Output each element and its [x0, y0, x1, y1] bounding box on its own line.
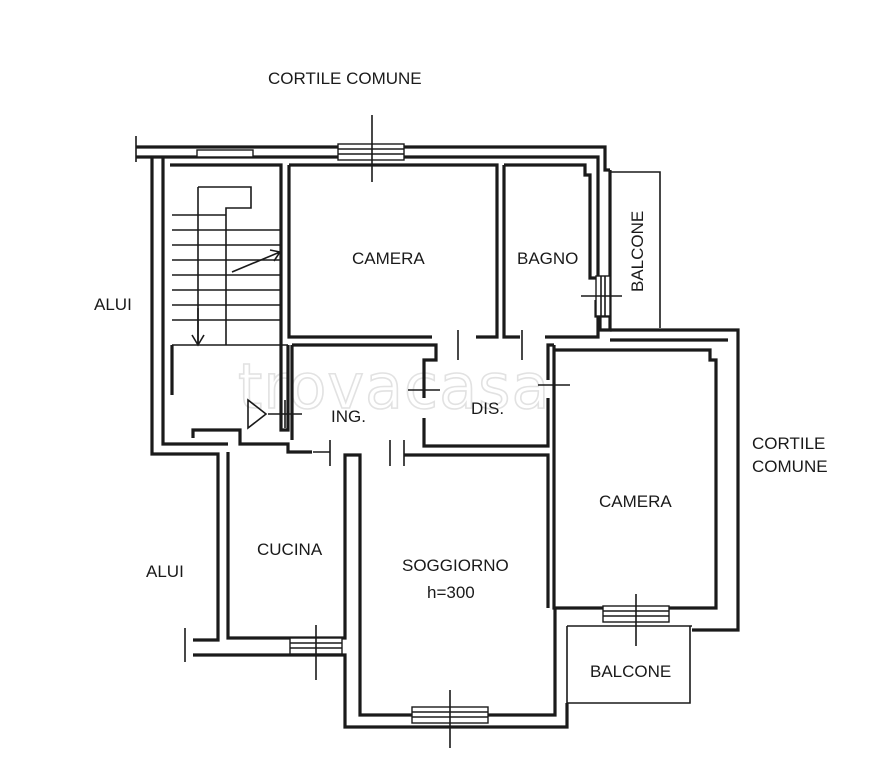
label-cortile-right-2: COMUNE [752, 457, 828, 476]
interior-walls [170, 163, 718, 652]
windows [135, 115, 670, 748]
label-soggiorno-height: h=300 [427, 583, 475, 602]
label-balcone-bottom: BALCONE [590, 662, 671, 681]
label-alui-top: ALUI [94, 295, 132, 314]
label-alui-bottom: ALUI [146, 562, 184, 581]
label-cucina: CUCINA [257, 540, 323, 559]
label-bagno: BAGNO [517, 249, 578, 268]
label-cortile-top: CORTILE COMUNE [268, 69, 422, 88]
label-camera-top: CAMERA [352, 249, 425, 268]
walls [136, 145, 740, 729]
label-ingresso: ING. [331, 407, 366, 426]
label-soggiorno: SOGGIORNO [402, 556, 509, 575]
label-balcone-right: BALCONE [628, 211, 647, 292]
label-disimpegno: DIS. [471, 399, 504, 418]
label-camera-right: CAMERA [599, 492, 672, 511]
label-cortile-right-1: CORTILE [752, 434, 825, 453]
